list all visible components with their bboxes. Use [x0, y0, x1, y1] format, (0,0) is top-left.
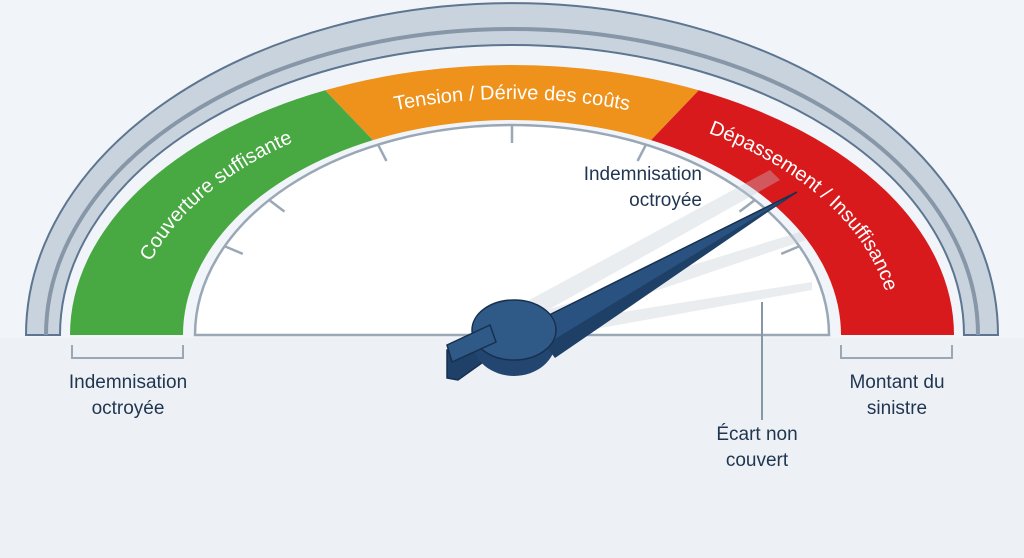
right-scale-bracket: [840, 345, 953, 359]
gauge-tick: [780, 245, 800, 256]
gauge-ticks: [224, 125, 800, 256]
gauge-rim: [24, 2, 1000, 336]
gauge-rim-groove: [44, 27, 980, 336]
left-scale-bracket: [71, 345, 184, 359]
gauge-tick: [636, 144, 648, 162]
gauge-tick: [738, 199, 756, 213]
gauge-face: [193, 123, 831, 337]
zone-tension-cost-drift: [325, 65, 699, 141]
gauge-needle: [446, 191, 798, 381]
zone-sufficient-coverage: [70, 90, 373, 335]
gauge-tick: [268, 199, 286, 213]
zone-overrun-insufficiency: [651, 90, 954, 335]
gauge-tick: [376, 144, 388, 162]
gauge-tick: [224, 245, 244, 256]
